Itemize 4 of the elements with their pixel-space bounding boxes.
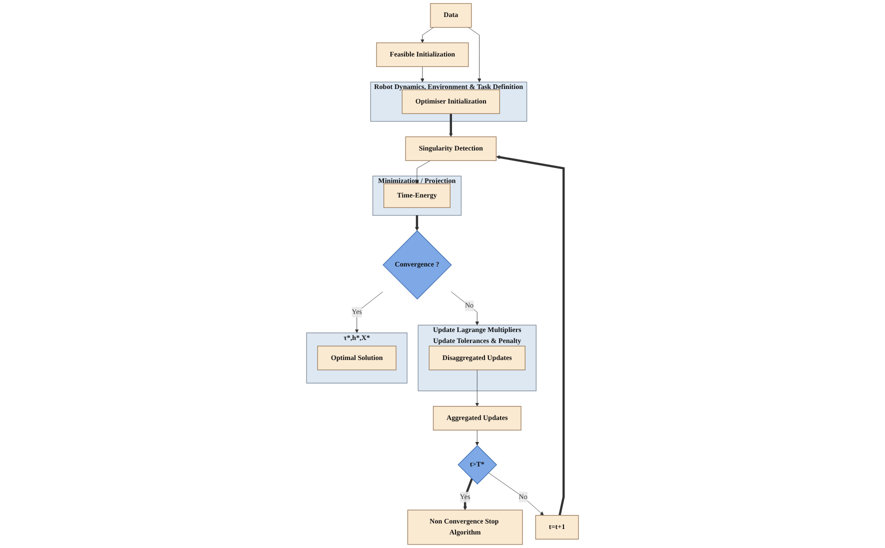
arrow bbox=[448, 114, 453, 137]
arrow bbox=[415, 215, 419, 231]
arrow bbox=[496, 155, 565, 516]
arrow bbox=[463, 478, 473, 510]
